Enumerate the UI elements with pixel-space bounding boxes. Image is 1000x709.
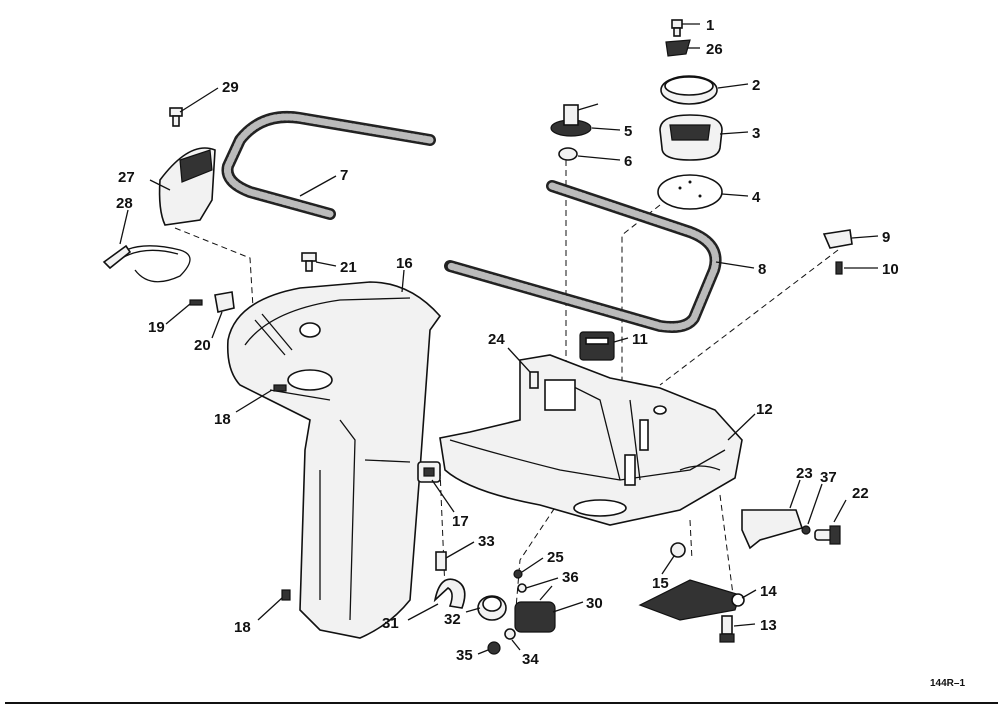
part-29-screw — [169, 107, 183, 127]
callout-31: 31 — [382, 615, 399, 632]
part-25-nut — [513, 569, 523, 579]
part-3-rotor — [659, 114, 723, 161]
callout-7: 7 — [340, 167, 348, 184]
callout-1: 1 — [706, 17, 714, 34]
callout-11: 11 — [632, 331, 648, 348]
callout-23: 23 — [796, 465, 813, 482]
part-13-bolt — [719, 615, 735, 643]
part-18-screw-lower — [281, 589, 291, 601]
part-14-latch — [638, 579, 745, 621]
part-9-bracket — [822, 229, 853, 249]
callout-4: 4 — [752, 189, 761, 206]
callout-12: 12 — [756, 401, 773, 418]
part-11-pad — [579, 331, 615, 361]
callout-10: 10 — [882, 261, 899, 278]
part-5-gear — [550, 103, 599, 137]
upper-cover — [226, 281, 442, 639]
lower-cover — [439, 354, 743, 526]
part-33-screw — [435, 551, 447, 571]
part-24-screw — [529, 371, 539, 389]
callout-13: 13 — [760, 617, 777, 634]
callout-36: 36 — [562, 569, 579, 586]
seal-upper-left — [221, 111, 436, 220]
callout-29: 29 — [222, 79, 239, 96]
callout-32: 32 — [444, 611, 461, 628]
callout-35: 35 — [456, 647, 473, 664]
part-32-sleeve — [477, 595, 507, 621]
part-4-plate — [657, 174, 723, 210]
part-37-washer — [801, 525, 811, 535]
figure-code: 144R–1 — [930, 678, 965, 689]
part-20-clip — [214, 291, 235, 313]
callout-34: 34 — [522, 651, 539, 668]
part-30-switch — [514, 585, 556, 633]
leader-lines — [119, 23, 879, 655]
callout-17: 17 — [452, 513, 469, 530]
callout-18-upper: 18 — [214, 411, 231, 428]
part-19-screw — [189, 299, 203, 306]
part-23-bracket — [741, 509, 804, 550]
callout-24: 24 — [488, 331, 505, 348]
callout-16: 16 — [396, 255, 413, 272]
callout-25: 25 — [547, 549, 564, 566]
callout-14: 14 — [760, 583, 777, 600]
part-6-bushing — [558, 147, 578, 161]
part-21-screw — [301, 252, 317, 272]
callout-27: 27 — [118, 169, 135, 186]
callout-19: 19 — [148, 319, 165, 336]
part-27-filter — [158, 147, 216, 226]
part-35-nut — [487, 641, 501, 655]
callout-8: 8 — [758, 261, 766, 278]
callout-30: 30 — [586, 595, 603, 612]
callout-6: 6 — [624, 153, 632, 170]
callout-37: 37 — [820, 469, 837, 486]
callout-2: 2 — [752, 77, 760, 94]
callout-9: 9 — [882, 229, 890, 246]
callout-15: 15 — [652, 575, 669, 592]
part-28-cord — [102, 244, 191, 283]
part-2-cap — [660, 75, 718, 105]
part-18-screw-upper — [273, 384, 287, 392]
part-22-bolt — [814, 525, 841, 545]
callout-5: 5 — [624, 123, 632, 140]
callout-20: 20 — [194, 337, 211, 354]
callout-26: 26 — [706, 41, 723, 58]
callout-21: 21 — [340, 259, 357, 276]
callout-28: 28 — [116, 195, 133, 212]
callout-labels: 1 26 2 3 4 5 6 7 8 9 10 11 12 13 14 15 1… — [116, 17, 899, 668]
part-31-clamp — [433, 578, 466, 609]
part-1-screw — [671, 19, 683, 37]
part-15-nut — [670, 542, 686, 558]
callout-22: 22 — [852, 485, 869, 502]
part-26-clip — [665, 39, 691, 57]
part-17-grommet — [417, 461, 441, 483]
seal-lower-right — [444, 180, 722, 333]
callout-3: 3 — [752, 125, 760, 142]
callout-33: 33 — [478, 533, 495, 550]
part-34-washer — [504, 628, 516, 640]
part-10-screw — [835, 261, 843, 275]
callout-18-lower: 18 — [234, 619, 251, 636]
part-36-washer — [517, 583, 527, 593]
